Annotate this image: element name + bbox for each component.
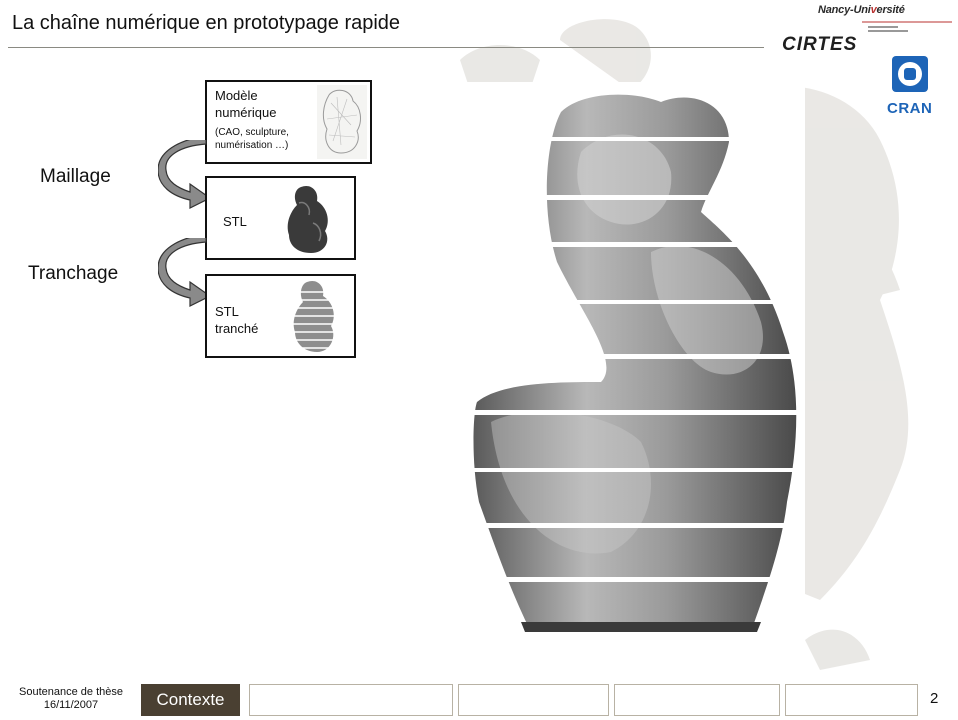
stl-model-thumbnail bbox=[283, 183, 335, 255]
sliced-label-line1: STL bbox=[215, 304, 239, 320]
slicing-label: Tranchage bbox=[28, 263, 118, 285]
cran-logo-text: CRAN bbox=[887, 100, 932, 117]
sliced-statue-image bbox=[461, 82, 805, 648]
sliced-model-thumbnail bbox=[289, 278, 343, 356]
sliced-label-line2: tranché bbox=[215, 321, 258, 337]
nav-tab-point-critique[interactable]: Point critique bbox=[458, 684, 609, 716]
stl-box: STL bbox=[205, 176, 356, 260]
nav-tab-ligne-de-reflet[interactable]: Ligne de reflet bbox=[614, 684, 780, 716]
sliced-statue-render bbox=[461, 82, 805, 648]
defense-date: 16/11/2007 bbox=[6, 699, 136, 712]
cran-logo-ring bbox=[898, 62, 922, 86]
model-title-line2: numérique bbox=[215, 105, 276, 121]
nancy-logo-underline bbox=[862, 20, 952, 36]
nav-tab-contexte[interactable]: Contexte bbox=[141, 684, 240, 716]
meshing-label: Maillage bbox=[40, 166, 111, 188]
model-detail-line2: numérisation …) bbox=[215, 140, 288, 152]
model-title-line1: Modèle bbox=[215, 88, 258, 104]
stl-label: STL bbox=[223, 214, 247, 230]
nav-tab-conclusion[interactable]: Conclusion bbox=[785, 684, 918, 716]
title-rule bbox=[8, 47, 764, 48]
nancy-logo-text-c: ersité bbox=[877, 4, 905, 16]
cran-logo-icon bbox=[892, 56, 928, 92]
nancy-universite-logo: Nancy-Université bbox=[818, 4, 905, 16]
wireframe-model-thumbnail bbox=[317, 85, 367, 159]
nancy-logo-text-a: Nancy-Uni bbox=[818, 4, 871, 16]
cirtes-logo: CIRTES bbox=[782, 34, 857, 56]
cran-logo-core bbox=[904, 68, 916, 80]
page-number: 2 bbox=[930, 690, 938, 707]
slide-title: La chaîne numérique en prototypage rapid… bbox=[12, 12, 400, 35]
defense-title: Soutenance de thèse bbox=[6, 686, 136, 699]
defense-info: Soutenance de thèse 16/11/2007 bbox=[6, 686, 136, 712]
model-detail-line1: (CAO, sculpture, bbox=[215, 127, 289, 139]
sliced-stl-box: STL tranché bbox=[205, 274, 356, 358]
nav-tab-la-decomposition[interactable]: La décomposition bbox=[249, 684, 453, 716]
digital-model-box: Modèle numérique (CAO, sculpture, numéri… bbox=[205, 80, 372, 164]
